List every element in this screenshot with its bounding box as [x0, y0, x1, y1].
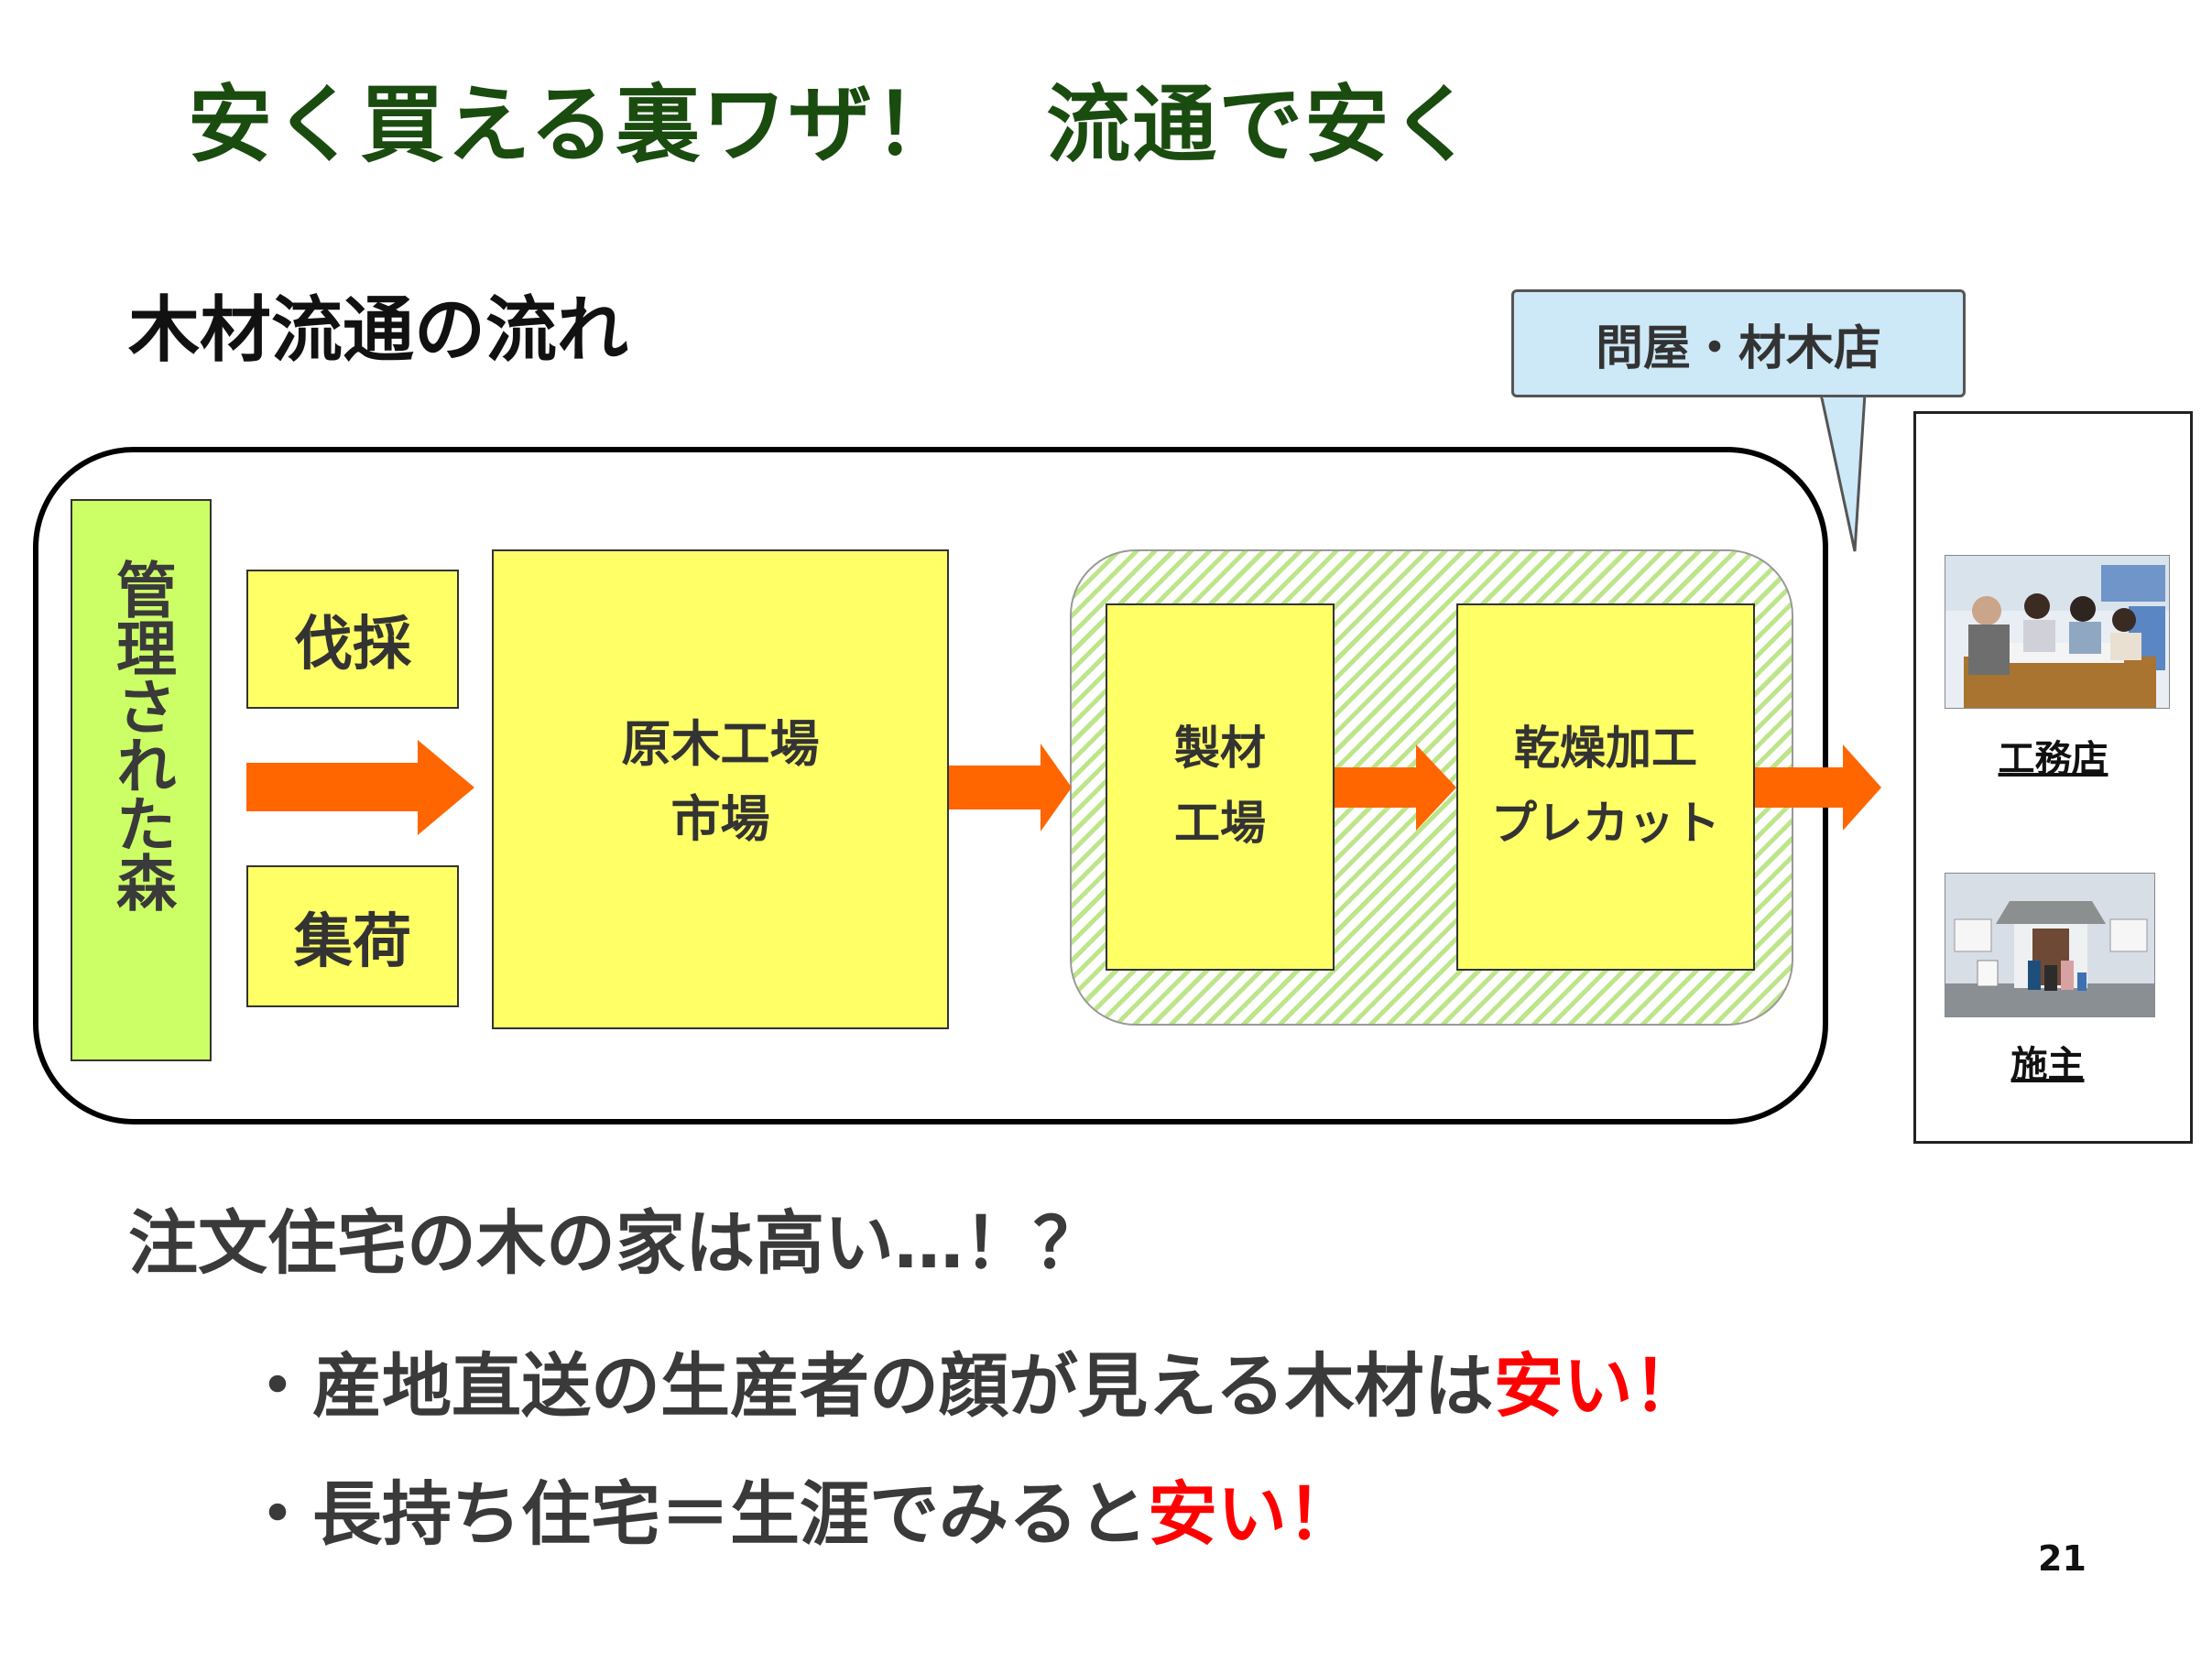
callout-pointer [1819, 392, 1867, 552]
slide-title: 安く買える裏ワザ！ 流通で安く [188, 76, 1477, 174]
market-box: 原木工場 市場 [492, 549, 949, 1029]
callout-label: 問屋・材木店 [1595, 320, 1881, 376]
arrow-icon [1755, 744, 1881, 831]
question-text: 注文住宅の木の家は高い…！？ [128, 1202, 1103, 1284]
bullet-text: ・長持ち住宅＝生涯でみると [243, 1473, 1148, 1555]
builder-photo [1945, 555, 2170, 709]
meeting-photo-icon [1945, 556, 2169, 708]
arrow-icon [949, 744, 1072, 831]
sawmill-box: 製材 工場 [1106, 603, 1335, 971]
arrow-icon [246, 740, 474, 835]
section-heading: 木材流通の流れ [128, 289, 629, 372]
client-label: 施主 [2010, 1044, 2085, 1086]
forest-label: 管理された森 [106, 559, 177, 910]
bullet-text: ・産地直送の生産者の顔が見える木材は [243, 1345, 1494, 1427]
bullet-highlight: 安い！ [1493, 1345, 1703, 1427]
wholesaler-callout: 問屋・材木店 [1511, 289, 1966, 397]
house-photo-icon [1945, 874, 2154, 1016]
market-label: 原木工場 市場 [621, 715, 820, 848]
sawmill-label: 製材 工場 [1174, 722, 1266, 850]
bullet-item: ・産地直送の生産者の顔が見える木材は安い！ [243, 1330, 1703, 1430]
client-photo [1945, 873, 2155, 1017]
customer-panel [1913, 411, 2193, 1144]
felling-box: 伐採 [246, 570, 459, 709]
page-number: 21 [2038, 1538, 2087, 1579]
forest-box [71, 499, 212, 1061]
collection-box: 集荷 [246, 865, 459, 1007]
collection-label: 集荷 [294, 907, 411, 976]
arrow-icon [1335, 744, 1456, 831]
bullet-highlight: 安い！ [1148, 1473, 1357, 1555]
precut-label: 乾燥加工 プレカット [1491, 722, 1720, 850]
felling-label: 伐採 [294, 611, 411, 679]
bullet-item: ・長持ち住宅＝生涯でみると安い！ [243, 1458, 1357, 1559]
precut-box: 乾燥加工 プレカット [1456, 603, 1755, 971]
builder-label: 工務店 [1998, 738, 2108, 780]
